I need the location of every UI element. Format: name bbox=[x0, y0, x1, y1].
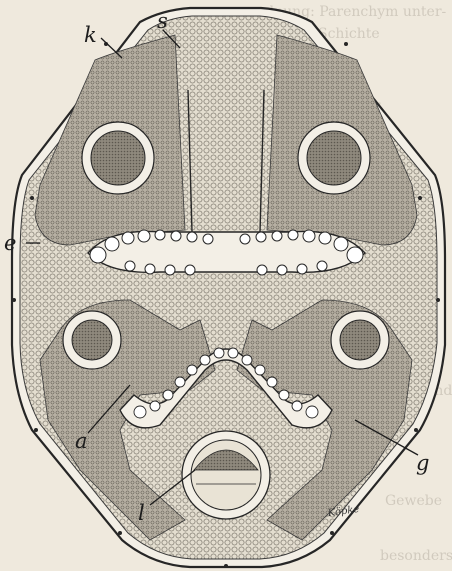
label-s: s bbox=[157, 9, 168, 33]
label-e: e bbox=[4, 231, 16, 255]
bundle-upper-right bbox=[298, 122, 370, 194]
label-l: l bbox=[138, 501, 145, 525]
label-k: k bbox=[84, 23, 97, 47]
bundle-upper-left bbox=[82, 122, 154, 194]
svg-text:Gewebe: Gewebe bbox=[385, 493, 442, 509]
bundle-mid-left bbox=[63, 311, 121, 369]
bundle-mid-right bbox=[331, 311, 389, 369]
label-a: a bbox=[75, 429, 88, 453]
label-g: g bbox=[416, 451, 429, 475]
bundle-bottom-center bbox=[182, 431, 270, 519]
svg-text:besonders: besonders bbox=[380, 548, 452, 564]
